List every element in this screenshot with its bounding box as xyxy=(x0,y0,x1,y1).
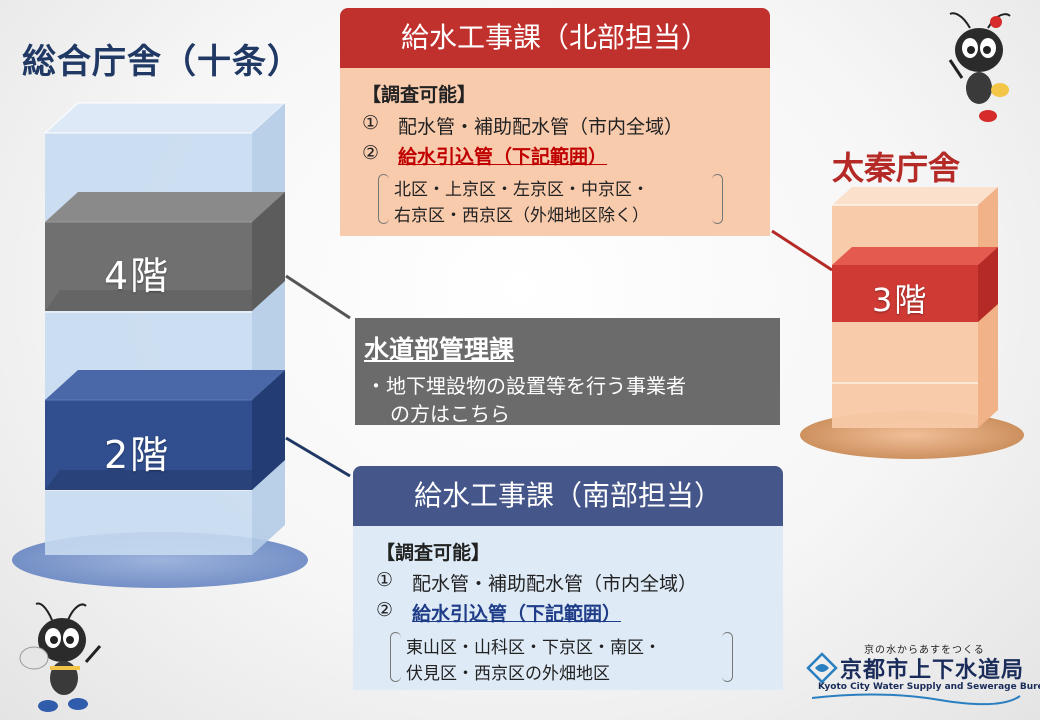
south-area-line-2: 伏見区・西京区の外畑地区 xyxy=(406,664,610,684)
connector-2f-south xyxy=(285,436,351,478)
main-floor-2-block xyxy=(45,370,285,490)
connector-4f-management xyxy=(285,274,351,320)
south-area-line-1: 東山区・山科区・下京区・南区・ xyxy=(406,638,661,658)
north-section-label: 【調査可能】 xyxy=(362,84,477,106)
management-office-box xyxy=(355,318,780,425)
mascot-icon xyxy=(19,602,102,712)
floor-label-uzumasa-3f: 3階 xyxy=(872,281,929,319)
water-logo-icon xyxy=(806,652,838,684)
south-area-bracket-right xyxy=(722,632,733,682)
management-line-1: ・地下埋設物の設置等を行う事業者 xyxy=(366,374,686,398)
north-area-line-1: 北区・上京区・左京区・中京区・ xyxy=(394,180,649,200)
floor-label-2f: 2階 xyxy=(104,433,171,477)
south-item-2-num: ② xyxy=(376,599,394,621)
north-item-2-num: ② xyxy=(362,142,380,164)
north-office-header: 給水工事課（北部担当） xyxy=(340,8,770,68)
connector-uzumasa-north xyxy=(771,229,833,272)
north-item-2-link[interactable]: 給水引込管（下記範囲） xyxy=(398,146,608,168)
management-office-title: 水道部管理課 xyxy=(364,335,515,364)
south-office-body xyxy=(353,526,783,690)
north-area-line-2: 右京区・西京区（外畑地区除く） xyxy=(394,206,649,226)
logo-name: 京都市上下水道局 xyxy=(840,658,1025,683)
south-area-bracket-left xyxy=(390,632,401,682)
north-item-1-num: ① xyxy=(362,112,380,134)
uzumasa-floor-3-block xyxy=(832,247,998,322)
uzumasa-building-title: 太秦庁舎 xyxy=(832,149,961,187)
logo-wave xyxy=(811,693,1021,706)
management-line-2: の方はこちら xyxy=(390,402,510,426)
logo-english-name: Kyoto City Water Supply and Sewerage Bur… xyxy=(818,682,1040,692)
north-office-body xyxy=(340,68,770,236)
mascot-icon xyxy=(948,12,1011,122)
south-item-1-num: ① xyxy=(376,569,394,591)
logo-tagline: 京の水からあすをつくる xyxy=(864,645,985,656)
main-floor-4-block xyxy=(45,192,285,311)
south-office-header: 給水工事課（南部担当） xyxy=(353,466,783,526)
south-item-2-link[interactable]: 給水引込管（下記範囲） xyxy=(412,603,622,625)
north-area-bracket-left xyxy=(378,174,389,224)
floor-label-4f: 4階 xyxy=(104,254,171,298)
north-area-bracket-right xyxy=(712,174,723,224)
north-item-1: 配水管・補助配水管（市内全域） xyxy=(398,116,684,138)
south-section-label: 【調査可能】 xyxy=(376,542,491,564)
south-item-1: 配水管・補助配水管（市内全域） xyxy=(412,573,698,595)
main-building-title: 総合庁舎（十条） xyxy=(22,42,302,82)
